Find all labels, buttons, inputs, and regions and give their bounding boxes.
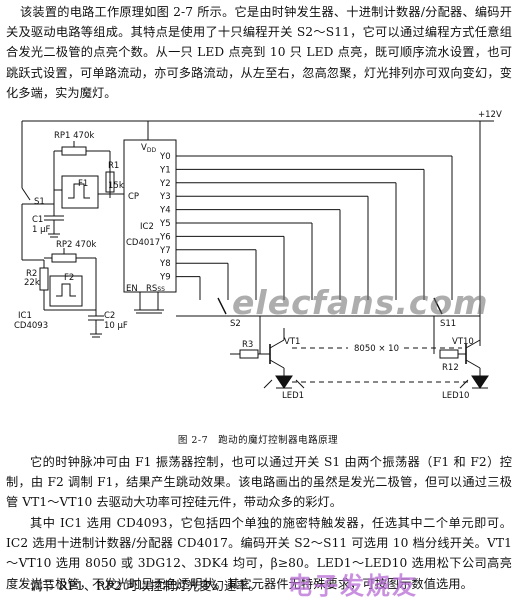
c1-label: C1 [32, 215, 43, 225]
output-label-y2: Y2 [159, 179, 171, 189]
r1-label: R1 [108, 161, 119, 171]
vdd-label: VDD [141, 143, 156, 154]
rs-label: RSSS [146, 284, 165, 294]
ic2-label: IC2 [140, 222, 154, 232]
vt10-label: VT10 [452, 337, 474, 347]
output-label-y5: Y5 [159, 219, 171, 229]
output-label-y3: Y3 [159, 192, 171, 202]
output-label-y8: Y8 [159, 259, 171, 269]
s2-label: S2 [230, 319, 241, 329]
supply-label: +12V [478, 110, 502, 120]
output-label-y9: Y9 [159, 273, 171, 283]
output-label-y7: Y7 [159, 246, 171, 256]
led1-label: LED1 [282, 391, 304, 401]
s11-label: S11 [440, 319, 456, 329]
f2-label: F2 [64, 273, 74, 283]
clock-paragraph: 它的时钟脉冲可由 F1 振荡器控制，也可以通过开关 S1 由两个振荡器（F1 和… [6, 455, 512, 510]
site-watermark: elecfans.com [232, 283, 489, 322]
r2-label: R2 [26, 269, 37, 279]
chain-label: 8050 × 10 [354, 344, 399, 354]
brand-watermark: 电子发烧友 [288, 572, 418, 600]
figure-caption: 图 2-7 跑动的魔灯控制器电路原理 [177, 435, 339, 446]
output-label-y1: Y1 [159, 165, 171, 175]
c1-value-label: 1 μF [32, 225, 51, 235]
intro-paragraph: 该装置的电路工作原理如图 2-7 所示。它是由时钟发生器、十进制计数器/分配器、… [6, 5, 512, 100]
f1-label: F1 [78, 179, 88, 189]
rp1-label: RP1 470k [54, 131, 94, 141]
ic1-label: IC1 [18, 311, 32, 321]
rp2-label: RP2 470k [56, 240, 96, 250]
s1-label: S1 [34, 197, 45, 207]
led10-label: LED10 [442, 391, 469, 401]
cp-label: CP [128, 192, 139, 202]
ic2-part-label: CD4017 [126, 238, 160, 248]
c2-label: C2 [104, 311, 115, 321]
r3-label: R3 [242, 340, 253, 350]
circuit-schematic: +12V VDD CP IC2 CD4017 EN RSSS Y0Y1Y2Y3Y… [14, 110, 502, 401]
c2-value-label: 10 μF [104, 321, 128, 331]
output-label-y0: Y0 [159, 152, 171, 162]
output-label-y4: Y4 [159, 206, 171, 216]
r2-value-label: 22k [24, 278, 40, 288]
r1-value-label: 15k [108, 181, 124, 191]
adjust-paragraph: 调节 RP1、RP2 可以控制灯光变幻速率。 [30, 579, 261, 593]
en-label: EN [126, 284, 138, 294]
vt1-label: VT1 [284, 337, 300, 347]
r12-label: R12 [442, 363, 459, 373]
parts-paragraph: 其中 IC1 选用 CD4093，它包括四个单独的施密特触发器，任选其中二个单元… [6, 516, 512, 591]
ic1-part-label: CD4093 [14, 321, 48, 331]
output-label-y6: Y6 [159, 232, 171, 242]
